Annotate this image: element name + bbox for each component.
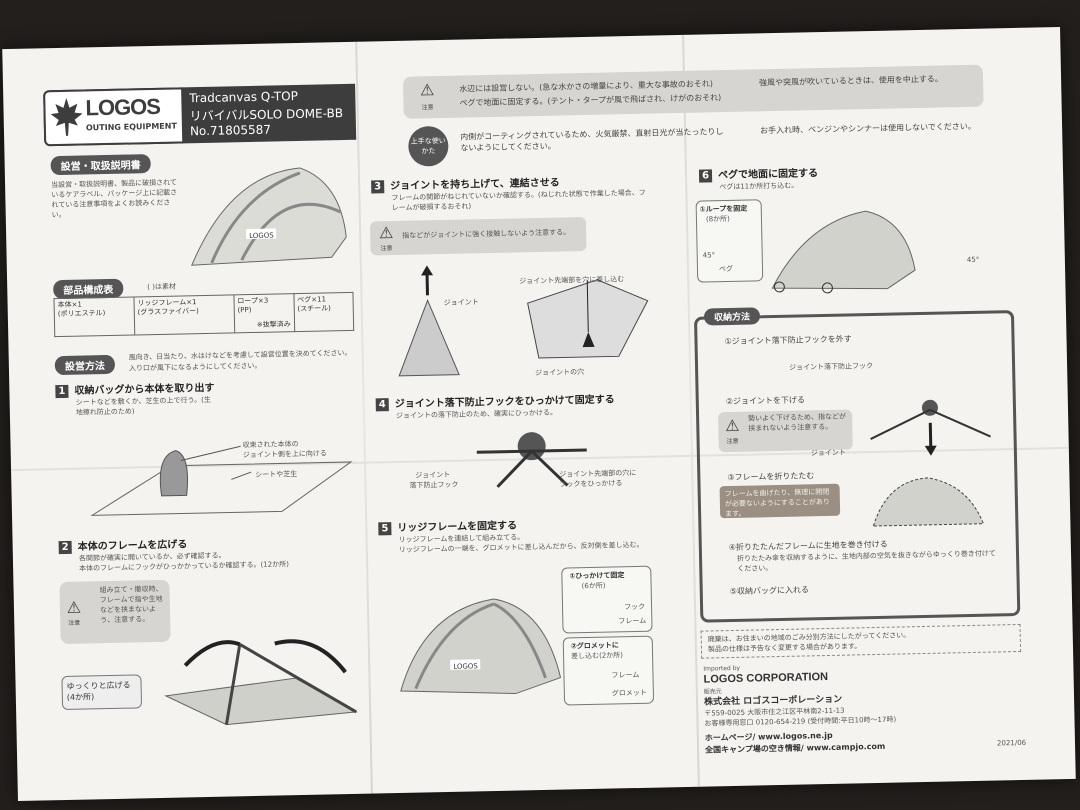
warning-icon: ⚠ — [419, 80, 435, 100]
svg-text:LOGOS: LOGOS — [453, 662, 478, 671]
step-6-illustration — [771, 210, 916, 294]
brand-sub: OUTING EQUIPMENT — [85, 121, 177, 133]
step-1-illustration — [90, 445, 353, 516]
instruction-sheet: LOGOS OUTING EQUIPMENT Tradcanvas Q-TOP … — [2, 27, 1076, 801]
product-number: No.71805587 — [189, 122, 272, 139]
warning-icon: ⚠ — [66, 597, 82, 617]
warning-icon: ⚠ — [378, 223, 394, 243]
print-date: 2021/06 — [996, 738, 1027, 748]
storage-note: フレームを曲げたり、無理に開閉が必要ないようにすることがあります。 — [719, 483, 841, 519]
campjo-link[interactable]: 全国キャンプ場の空き情報/ www.campjo.com — [704, 741, 886, 755]
parts-table: 本体×1(ポリエステル) リッジフレーム×1(グラスファイバー) ロープ×3(P… — [53, 292, 354, 337]
storage-panel — [693, 310, 1021, 623]
storage-title: 収納方法 — [703, 307, 761, 326]
manual-title: 設営・取扱説明書 — [50, 154, 151, 176]
disclaimer-box: 廃棄は、お住まいの地域のごみ分別方法にしたがってください。 製品の仕様は予告なく… — [700, 623, 1022, 659]
step-5-illustration: LOGOS — [400, 598, 562, 695]
product-name-en: Tradcanvas Q-TOP — [189, 88, 299, 106]
step-2-callout: ゆっくりと広げる(4か所) — [61, 674, 143, 711]
storage-illustration-3 — [872, 477, 985, 527]
step-2-illustration — [164, 639, 358, 726]
svg-text:LOGOS: LOGOS — [249, 232, 274, 241]
brand-logo: LOGOS — [85, 93, 161, 121]
warning-icon: ⚠ — [724, 415, 740, 436]
maple-leaf-icon — [50, 97, 83, 136]
company-name: LOGOS CORPORATION — [703, 671, 829, 686]
tent-illustration: LOGOS — [191, 167, 347, 266]
storage-illustration-2 — [870, 399, 991, 456]
intro-text: 当設営・取扱説明書、製品に破損されているケアラベル、パッケージ上に記載されている… — [51, 178, 178, 220]
step-4-illustration — [476, 432, 587, 488]
product-name-jp: リバイバルSOLO DOME-BB — [189, 106, 344, 124]
tip-badge: 上手な使いかた — [407, 125, 449, 167]
setup-title: 設営方法 — [54, 354, 116, 376]
step-3-illustration — [398, 265, 649, 377]
